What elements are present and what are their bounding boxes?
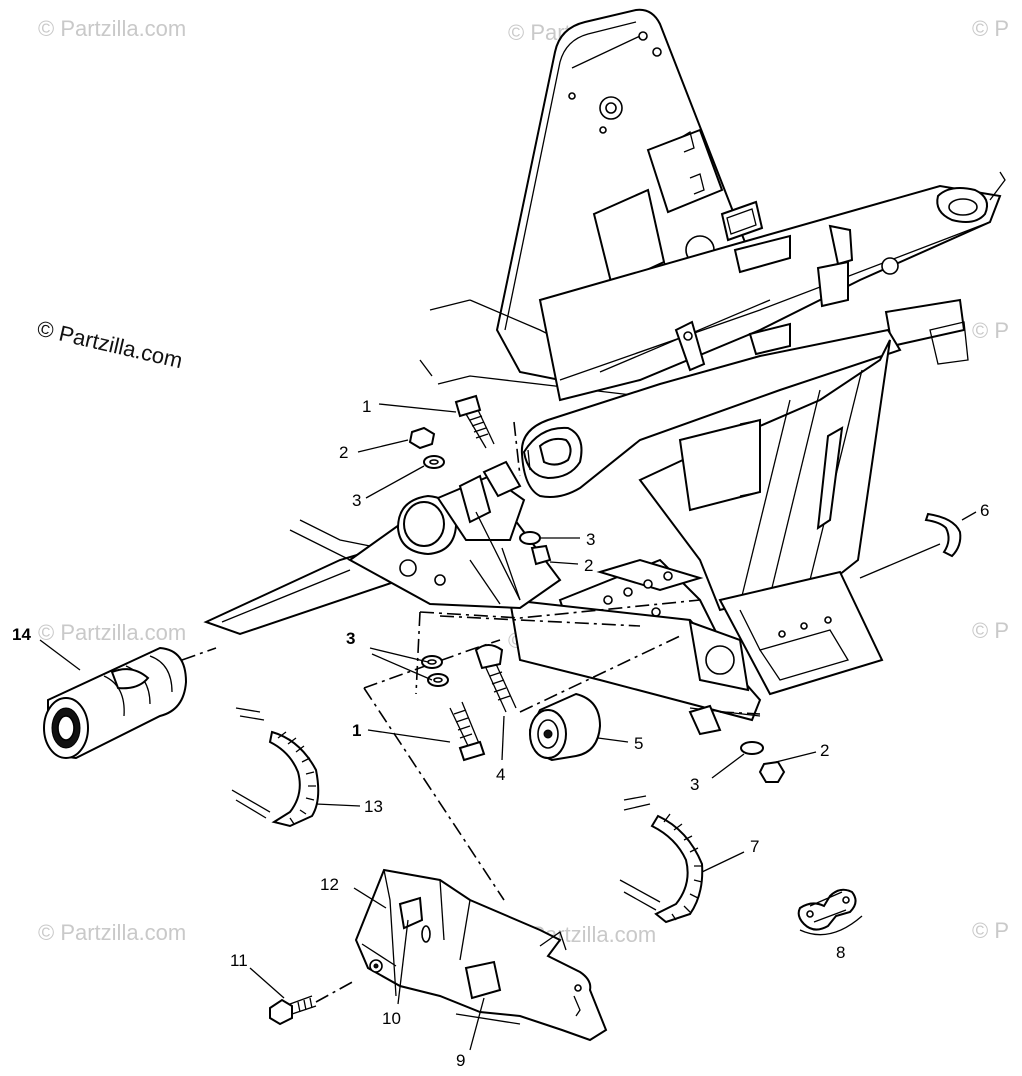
nut-upper	[408, 426, 436, 450]
frame-rear-gusset	[638, 339, 891, 696]
callout-2: 2	[584, 556, 593, 575]
carriage-bolt-4	[474, 644, 517, 713]
assembly-lines	[181, 421, 941, 901]
callout-4: 4	[496, 765, 505, 784]
callout-2: 2	[820, 741, 829, 760]
watermark-main: © Partzilla.com	[35, 316, 185, 374]
washer-lower-right	[740, 741, 764, 755]
idler-wheel-14	[43, 646, 188, 760]
callout-1: 1	[362, 397, 371, 416]
watermark-fragment: © P	[972, 16, 1009, 41]
frame-cross-member	[429, 171, 1006, 402]
callout-11: 11	[230, 951, 248, 970]
nut-right	[530, 544, 552, 566]
watermark: © Partzilla.com	[38, 920, 186, 945]
callout-8: 8	[836, 943, 845, 962]
frame-back-plate	[495, 8, 764, 382]
callout-10: 10	[382, 1009, 401, 1028]
washer-right	[519, 531, 541, 545]
callout-12: 12	[320, 875, 339, 894]
callout-3: 3	[352, 491, 361, 510]
callout-6: 6	[980, 501, 989, 520]
watermark-fragment: © P	[972, 918, 1009, 943]
frame-swing-arm	[520, 328, 902, 498]
connecting-link-8	[797, 888, 863, 936]
chain-7	[619, 795, 704, 924]
frame-lower-rails	[419, 359, 762, 736]
watermark: © Partzilla.com	[38, 620, 186, 645]
chain-13	[231, 707, 320, 828]
watermark: © Partzilla.com	[38, 16, 186, 41]
leader-lines	[39, 403, 977, 1051]
washer-upper	[423, 455, 445, 469]
bolt-lower	[449, 701, 486, 762]
clip-6	[924, 512, 962, 558]
callout-labels: 1 2 3 3 2 6 14 3 1 4 5 2 3 13 7 8 12 11 …	[12, 397, 989, 1070]
watermark-fragment: © P	[972, 618, 1009, 643]
nut-lower-right	[758, 760, 786, 783]
watermark-fragment: © P	[972, 318, 1009, 343]
bolt-11	[269, 979, 357, 1026]
callout-3: 3	[690, 775, 699, 794]
callout-3: 3	[586, 530, 595, 549]
callout-7: 7	[750, 837, 759, 856]
callout-9: 9	[456, 1051, 465, 1070]
callout-1: 1	[352, 721, 361, 740]
idler-wheel-5	[528, 692, 602, 762]
chain-guard-9	[354, 868, 608, 1042]
bolt-upper	[454, 394, 495, 449]
callout-3: 3	[346, 629, 355, 648]
front-arm-assembly	[203, 460, 562, 636]
callout-14: 14	[12, 625, 31, 644]
callout-2: 2	[339, 443, 348, 462]
callout-13: 13	[364, 797, 383, 816]
callout-5: 5	[634, 734, 643, 753]
washers-middle	[421, 655, 449, 687]
